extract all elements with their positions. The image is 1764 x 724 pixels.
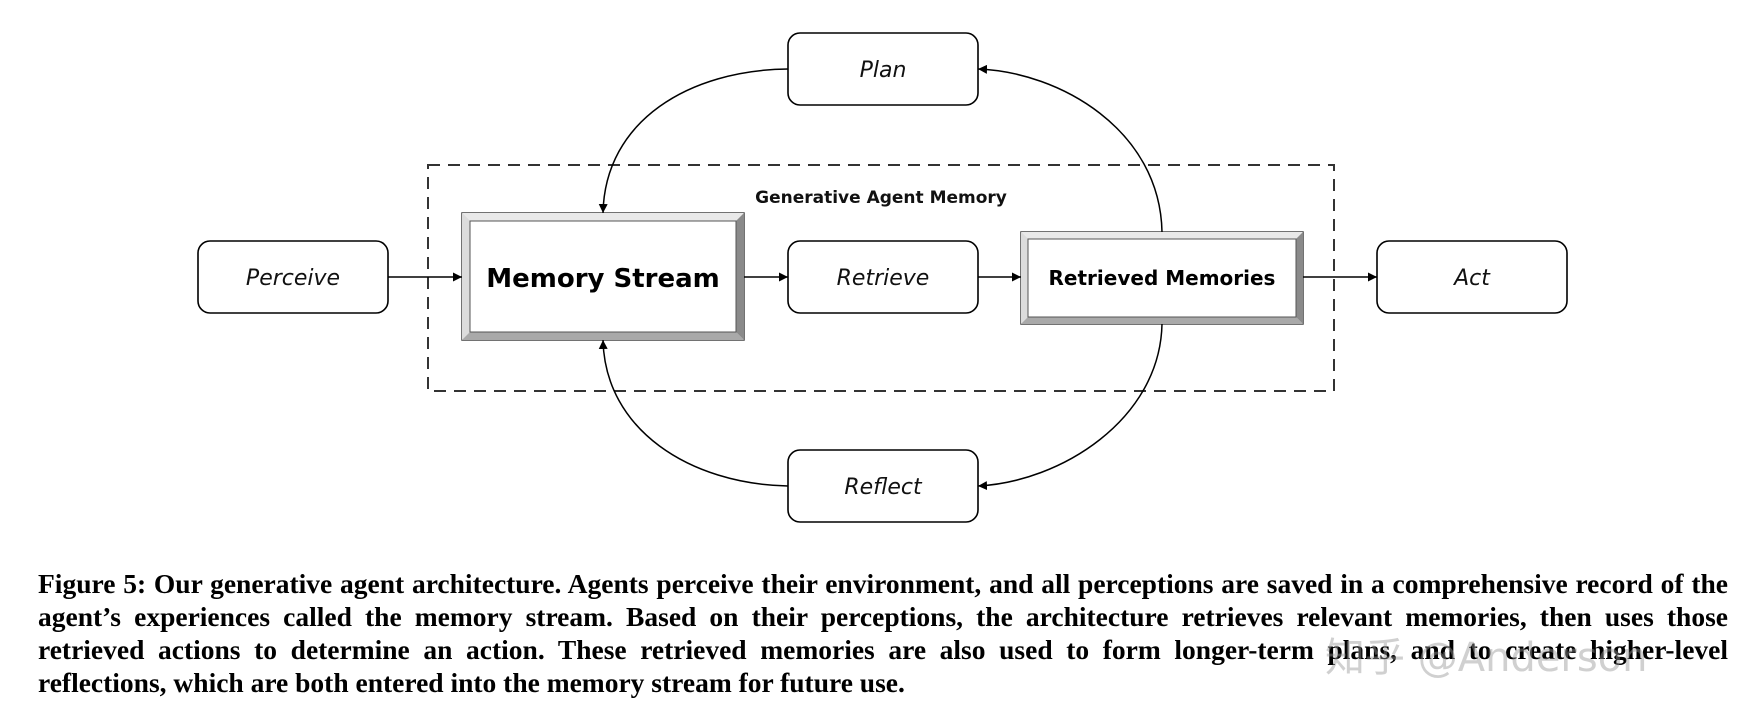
arrow-retrieved-to-reflect (977, 323, 1163, 491)
reflect-label: Reflect (844, 475, 923, 500)
act-label: Act (1452, 266, 1491, 291)
retrieve-node: Retrieve (787, 240, 979, 314)
retrieved-memories-node: Retrieved Memories (1020, 231, 1304, 325)
memory-stream-label: Memory Stream (486, 264, 720, 294)
retrieve-label: Retrieve (837, 266, 930, 291)
group-title: Generative Agent Memory (755, 188, 1007, 208)
figure-caption: Figure 5: Our generative agent architect… (38, 568, 1728, 698)
generative-agent-memory-group (427, 164, 1335, 392)
perceive-node: Perceive (197, 240, 389, 314)
retrieved-memories-label: Retrieved Memories (1049, 266, 1276, 290)
arrow-retrieved-to-plan (977, 64, 1163, 233)
plan-label: Plan (860, 58, 907, 83)
plan-node: Plan (787, 32, 979, 106)
act-node: Act (1376, 240, 1568, 314)
memory-stream-node: Memory Stream (461, 212, 745, 341)
watermark: 知乎 @Anderson (1325, 635, 1648, 681)
perceive-label: Perceive (246, 266, 340, 291)
reflect-node: Reflect (787, 449, 979, 523)
arrow-reflect-to-memory (598, 339, 789, 487)
architecture-diagram: Generative Agent Memory Plan Perceive Me… (197, 32, 1568, 523)
arrow-plan-to-memory (598, 68, 789, 214)
